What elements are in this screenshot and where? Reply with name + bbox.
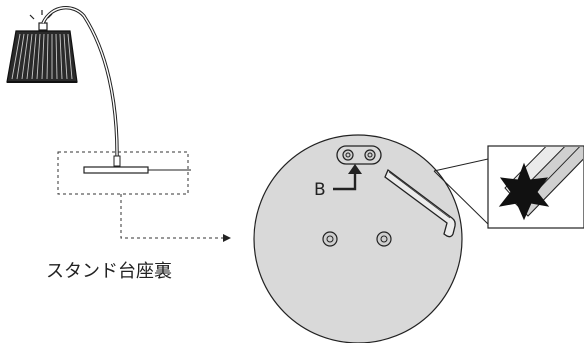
lamp-socket: [38, 22, 48, 31]
star-bit-icon: [498, 162, 550, 221]
zoom-leader: [433, 158, 489, 225]
lower-screw-left: [322, 231, 338, 247]
lamp-base-plate: [83, 166, 149, 174]
floor-lamp-icon: [6, 6, 191, 174]
callout-b: B: [314, 164, 362, 200]
screw-plate: [336, 145, 382, 165]
screw-right: [364, 149, 376, 161]
base-highlight-box: [57, 151, 189, 195]
star-bit-zoom-box: [487, 145, 584, 229]
detail-leader-arrow: [120, 194, 231, 242]
hex-key-icon: [384, 168, 456, 238]
light-rays: [29, 10, 53, 20]
lamp-shade: [6, 30, 78, 83]
stand-base-disc: [253, 134, 463, 343]
stand-base-back-label: スタンド台座裏: [46, 261, 172, 282]
callout-b-label: B: [314, 180, 326, 200]
screw-left: [342, 149, 354, 161]
lower-screw-right: [376, 231, 392, 247]
